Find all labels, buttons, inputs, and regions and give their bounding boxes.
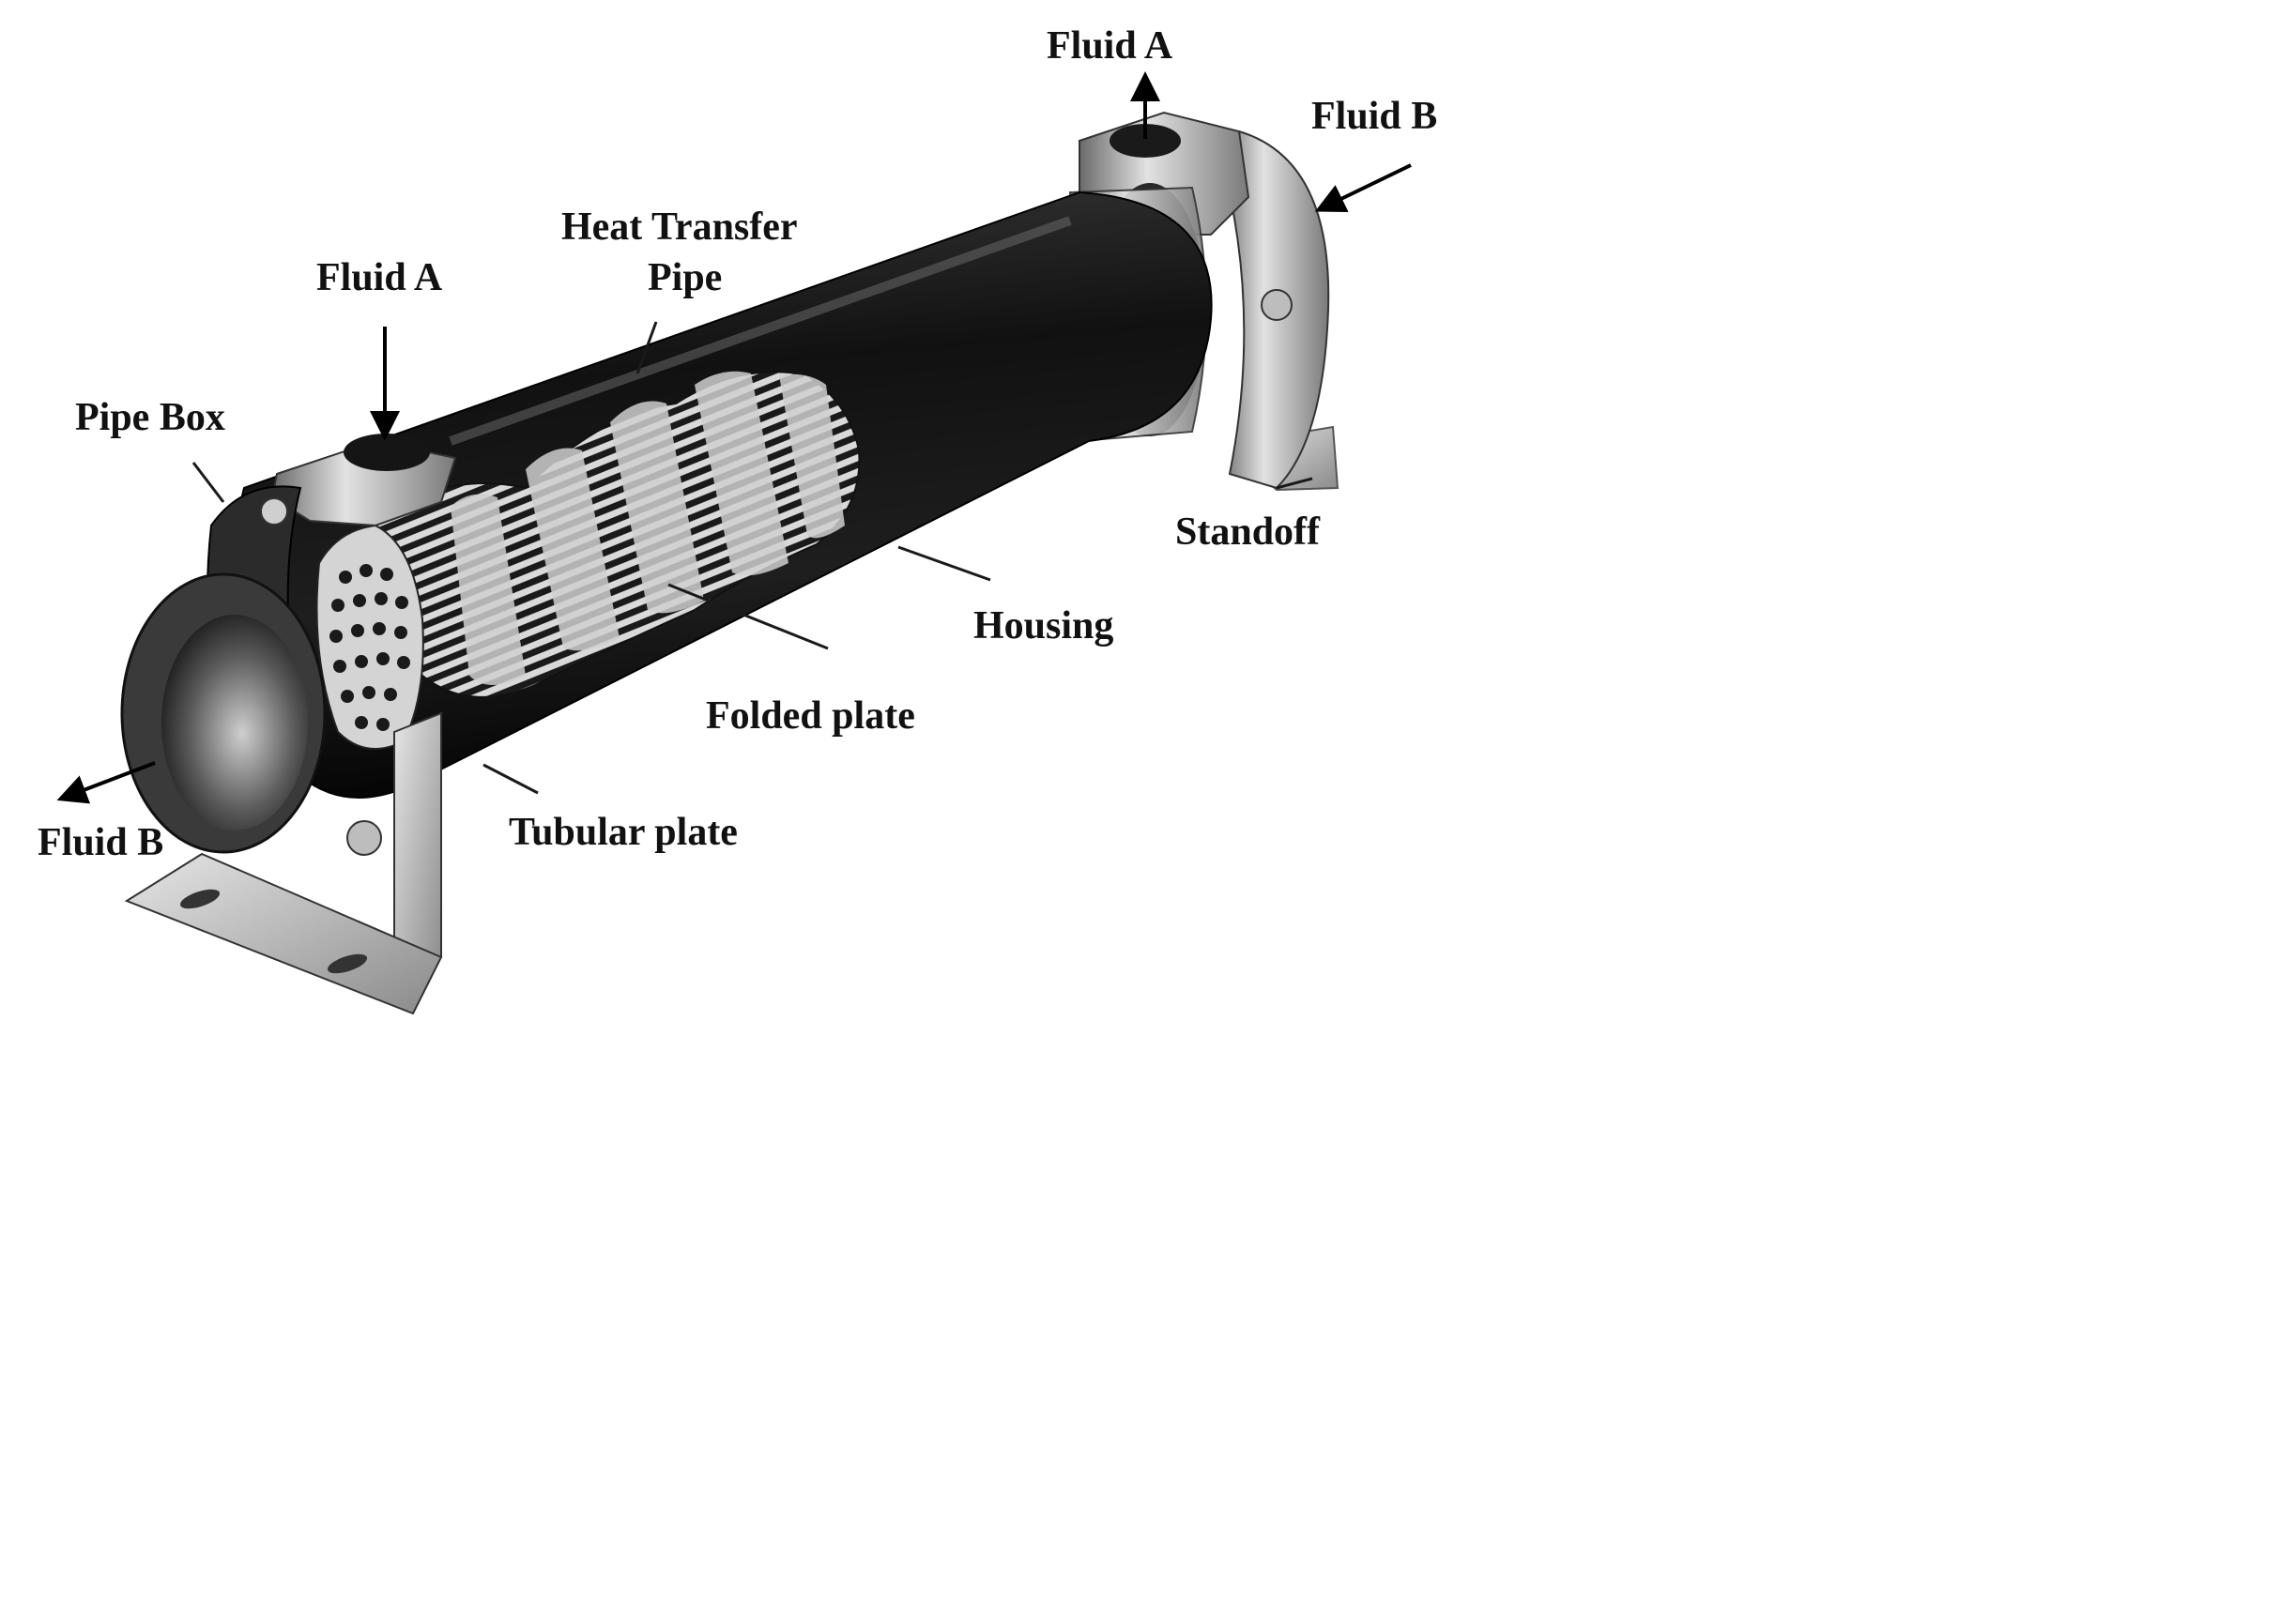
tube-end xyxy=(331,599,344,612)
mounting-slot xyxy=(179,889,221,909)
left-standoff xyxy=(124,711,443,1015)
left-outlet-bore xyxy=(120,572,327,854)
label-tubular-plate: Tubular plate xyxy=(509,811,738,854)
left-bore-inner xyxy=(161,615,308,830)
cutaway-section xyxy=(369,371,861,698)
right-nozzle-opening xyxy=(1110,124,1181,158)
tube-end xyxy=(339,571,352,584)
baffle-1 xyxy=(451,494,526,685)
folded-plate-leader xyxy=(667,583,829,650)
label-pipe-box: Pipe Box xyxy=(75,396,225,439)
tube-end xyxy=(395,596,408,609)
tube-end xyxy=(360,564,373,577)
tube-end xyxy=(333,660,346,673)
label-fluid-b-bottom: Fluid B xyxy=(38,821,163,864)
heat-exchanger-diagram: Fluid A Fluid B Heat Transfer Pipe Fluid… xyxy=(38,24,1437,1015)
tube-end xyxy=(351,624,364,637)
pipe-box-leader xyxy=(191,462,225,503)
shell-highlight xyxy=(449,216,1072,446)
label-folded-plate: Folded plate xyxy=(706,694,915,738)
right-bolt xyxy=(1261,289,1293,321)
baffle-4 xyxy=(695,371,788,576)
baffle-5 xyxy=(779,373,845,539)
left-vent-plug xyxy=(260,497,288,526)
tube-end xyxy=(375,592,388,605)
tube-end xyxy=(376,652,390,665)
label-standoff: Standoff xyxy=(1175,510,1321,554)
mounting-slot xyxy=(327,953,368,974)
tube-end xyxy=(397,656,410,669)
tube-end xyxy=(373,622,386,635)
baffle-3 xyxy=(610,401,704,614)
tube-end xyxy=(380,568,393,581)
tube-end xyxy=(394,626,407,639)
left-bolt xyxy=(346,820,382,856)
fluid-b-outlet-arrow xyxy=(56,761,156,804)
label-fluid-a-left: Fluid A xyxy=(316,256,443,299)
tube-end xyxy=(353,594,366,607)
label-fluid-a-top: Fluid A xyxy=(1047,24,1173,68)
heat-transfer-pipe-leader xyxy=(635,321,658,374)
label-heat-transfer-line1: Heat Transfer xyxy=(561,206,798,249)
tube-end xyxy=(384,688,397,701)
label-fluid-b-top: Fluid B xyxy=(1311,95,1437,138)
tube-end xyxy=(355,655,368,668)
tube-end xyxy=(376,718,390,731)
baffle-2 xyxy=(526,448,620,651)
tubular-plate-leader xyxy=(482,763,539,795)
tube-end xyxy=(329,630,343,643)
standoff-leader xyxy=(1276,477,1313,490)
housing-leader xyxy=(897,545,991,582)
tube-end xyxy=(355,716,368,729)
label-heat-transfer-line2: Pipe xyxy=(648,256,722,299)
tube-end xyxy=(341,690,354,703)
fluid-b-inlet-arrow xyxy=(1314,163,1412,212)
tube-sheet-face xyxy=(315,524,424,750)
left-nozzle-opening xyxy=(344,434,430,471)
tube-end xyxy=(362,686,375,699)
label-housing: Housing xyxy=(973,604,1113,648)
